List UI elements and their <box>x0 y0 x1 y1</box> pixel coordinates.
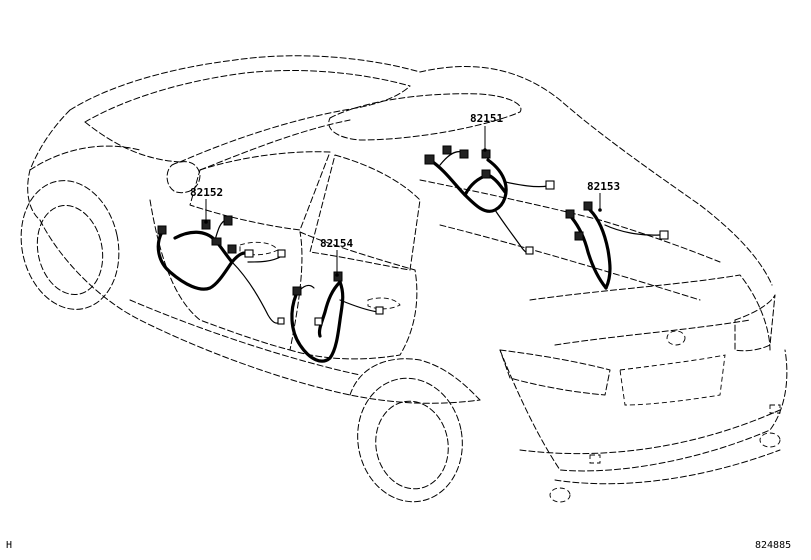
callout-82152: 82152 <box>190 186 223 224</box>
illustration-id-label: 824885 <box>755 540 792 551</box>
harness-82151-roof <box>424 145 555 255</box>
part-number-82154: 82154 <box>320 237 353 250</box>
harness-82154-rear-door <box>290 271 384 363</box>
callout-82153: 82153 <box>587 180 620 212</box>
part-number-82151: 82151 <box>470 112 503 125</box>
harness-82152-front-door <box>156 215 286 325</box>
callout-82154: 82154 <box>320 237 353 277</box>
part-number-82153: 82153 <box>587 180 620 193</box>
harness-82153-rear <box>565 201 669 290</box>
page-code-label: H <box>6 540 13 551</box>
callout-82151: 82151 <box>470 112 503 152</box>
car-body-outline <box>20 55 788 503</box>
part-number-82152: 82152 <box>190 186 223 199</box>
